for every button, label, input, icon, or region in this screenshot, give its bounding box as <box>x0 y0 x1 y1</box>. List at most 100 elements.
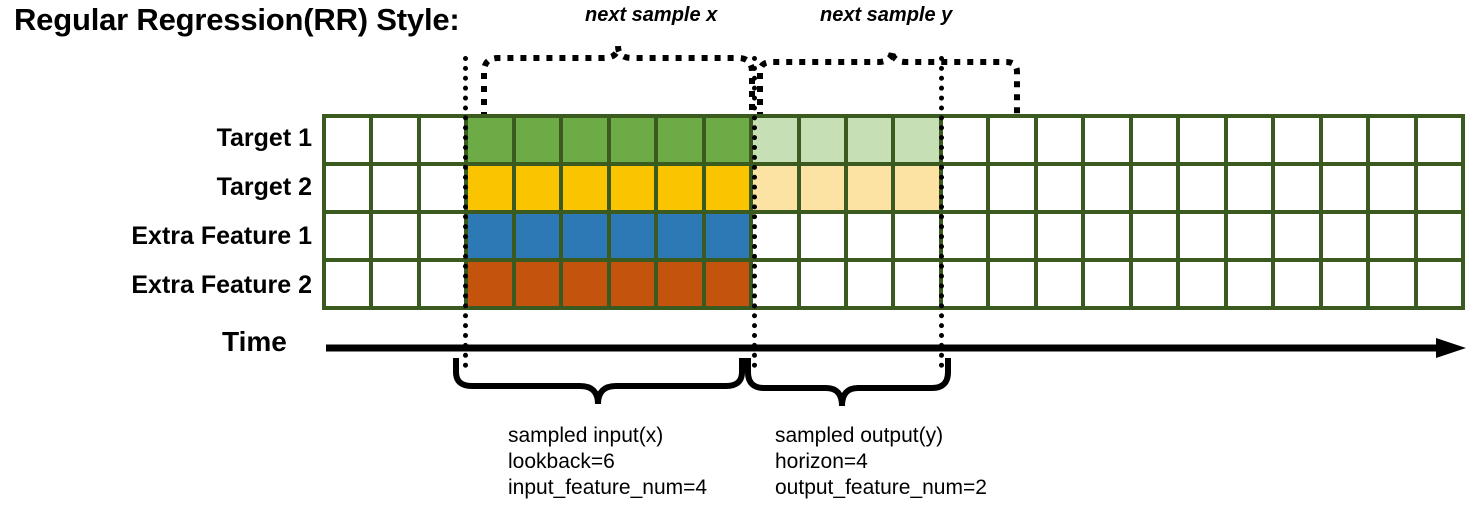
grid-cell-r0-c0-empty <box>326 118 370 162</box>
grid-cell-r3-c18-empty <box>1180 262 1224 306</box>
grid-cell-r1-c11-output <box>848 166 892 210</box>
grid-cell-r3-c2-empty <box>420 262 465 306</box>
grid-cell-r1-c17-empty <box>1132 166 1177 210</box>
grid-cell-r2-c10-empty <box>800 214 845 258</box>
grid-cell-r2-c11-empty <box>848 214 892 258</box>
grid-cell-r3-c11-empty <box>848 262 892 306</box>
grid-cell-r2-c2-empty <box>420 214 465 258</box>
grid-cell-r0-c6-input <box>610 118 655 162</box>
grid-cell-r0-c23-empty <box>1417 118 1461 162</box>
grid-cell-r2-c3-input <box>468 214 512 258</box>
caption-input-lookback: lookback=6 <box>508 450 615 473</box>
grid-cell-r2-c7-input <box>658 214 702 258</box>
grid-cell-r1-c13-empty <box>942 166 987 210</box>
grid-cell-r3-c8-input <box>705 262 750 306</box>
row-label-target-2: Target 2 <box>216 173 312 201</box>
grid-cell-r1-c8-input <box>705 166 750 210</box>
grid-cell-r2-c22-empty <box>1370 214 1414 258</box>
row-label-extra-feature-1: Extra Feature 1 <box>131 222 312 250</box>
grid-cell-r1-c15-empty <box>1037 166 1082 210</box>
grid-cell-r3-c20-empty <box>1275 262 1319 306</box>
grid-cell-r2-c13-empty <box>942 214 987 258</box>
grid-cell-r3-c10-empty <box>800 262 845 306</box>
grid-cell-r1-c21-empty <box>1322 166 1367 210</box>
grid-cell-r3-c13-empty <box>942 262 987 306</box>
next-sample-x-label: next sample x <box>585 4 718 26</box>
grid-cell-r0-c18-empty <box>1180 118 1224 162</box>
timeseries-grid <box>322 114 1465 310</box>
grid-cell-r2-c6-input <box>610 214 655 258</box>
grid-cell-r0-c21-empty <box>1322 118 1367 162</box>
grid-cell-r1-c0-empty <box>326 166 370 210</box>
grid-cell-r2-c15-empty <box>1037 214 1082 258</box>
caption-output-title: sampled output(y) <box>775 424 944 447</box>
grid-cell-r2-c16-empty <box>1085 214 1129 258</box>
grid-cell-r1-c18-empty <box>1180 166 1224 210</box>
grid-cell-r3-c19-empty <box>1227 262 1272 306</box>
caption-output-feature-num: output_feature_num=2 <box>775 476 987 499</box>
grid-cell-r2-c12-empty <box>895 214 939 258</box>
grid-cell-r0-c19-empty <box>1227 118 1272 162</box>
grid-cell-r2-c21-empty <box>1322 214 1367 258</box>
grid-cell-r0-c22-empty <box>1370 118 1414 162</box>
grid-cell-r0-c9-output <box>753 118 797 162</box>
grid-cell-r3-c0-empty <box>326 262 370 306</box>
row-label-target-1: Target 1 <box>216 124 312 152</box>
grid-cell-r2-c23-empty <box>1417 214 1461 258</box>
grid-cell-r1-c12-output <box>895 166 939 210</box>
guide-line-input-start <box>463 56 468 368</box>
grid-cell-r3-c12-empty <box>895 262 939 306</box>
grid-cell-r2-c17-empty <box>1132 214 1177 258</box>
grid-cell-r1-c16-empty <box>1085 166 1129 210</box>
time-axis-label: Time <box>222 326 287 357</box>
grid-cell-r3-c4-input <box>515 262 560 306</box>
grid-cell-r2-c19-empty <box>1227 214 1272 258</box>
grid-cell-r2-c5-input <box>563 214 607 258</box>
grid-cell-r1-c20-empty <box>1275 166 1319 210</box>
grid-cell-r0-c15-empty <box>1037 118 1082 162</box>
grid-cell-r2-c1-empty <box>373 214 417 258</box>
grid-cell-r1-c23-empty <box>1417 166 1461 210</box>
next-sample-y-label: next sample y <box>820 4 953 26</box>
grid-cell-r2-c14-empty <box>990 214 1034 258</box>
grid-cell-r0-c11-output <box>848 118 892 162</box>
grid-cell-r0-c10-output <box>800 118 845 162</box>
grid-cell-r1-c9-output <box>753 166 797 210</box>
guide-line-input-end <box>752 56 757 368</box>
caption-input-feature-num: input_feature_num=4 <box>508 476 708 499</box>
caption-sampled-input: sampled input(x) lookback=6 input_featur… <box>508 423 707 501</box>
bottom-braces-icon <box>453 358 951 407</box>
grid-cell-r1-c3-input <box>468 166 512 210</box>
grid-cell-r2-c18-empty <box>1180 214 1224 258</box>
grid-cell-r1-c1-empty <box>373 166 417 210</box>
grid-cell-r3-c16-empty <box>1085 262 1129 306</box>
row-label-column: Target 1 Target 2 Extra Feature 1 Extra … <box>0 114 312 310</box>
time-axis-arrow-icon <box>326 338 1466 358</box>
grid-cell-r1-c2-empty <box>420 166 465 210</box>
grid-cell-r1-c19-empty <box>1227 166 1272 210</box>
grid-cell-r0-c2-empty <box>420 118 465 162</box>
grid-cell-r0-c4-input <box>515 118 560 162</box>
row-label-extra-feature-2: Extra Feature 2 <box>131 271 312 299</box>
grid-cell-r2-c4-input <box>515 214 560 258</box>
grid-cell-r3-c5-input <box>563 262 607 306</box>
grid-cell-r2-c0-empty <box>326 214 370 258</box>
grid-cell-r0-c17-empty <box>1132 118 1177 162</box>
caption-input-title: sampled input(x) <box>508 424 664 447</box>
grid-cell-r2-c8-input <box>705 214 750 258</box>
grid-cell-r0-c16-empty <box>1085 118 1129 162</box>
grid-cell-r1-c14-empty <box>990 166 1034 210</box>
grid-cell-r2-c20-empty <box>1275 214 1319 258</box>
grid-cell-r3-c15-empty <box>1037 262 1082 306</box>
grid-cell-r0-c7-input <box>658 118 702 162</box>
grid-cell-r2-c9-empty <box>753 214 797 258</box>
grid-cell-r1-c4-input <box>515 166 560 210</box>
grid-cell-r3-c22-empty <box>1370 262 1414 306</box>
grid-cell-r0-c3-input <box>468 118 512 162</box>
grid-cell-r0-c13-empty <box>942 118 987 162</box>
top-dotted-braces-icon <box>481 45 1020 118</box>
guide-line-output-end <box>939 56 944 368</box>
grid-cell-r3-c7-input <box>658 262 702 306</box>
grid-cell-r3-c14-empty <box>990 262 1034 306</box>
grid-cell-r3-c1-empty <box>373 262 417 306</box>
